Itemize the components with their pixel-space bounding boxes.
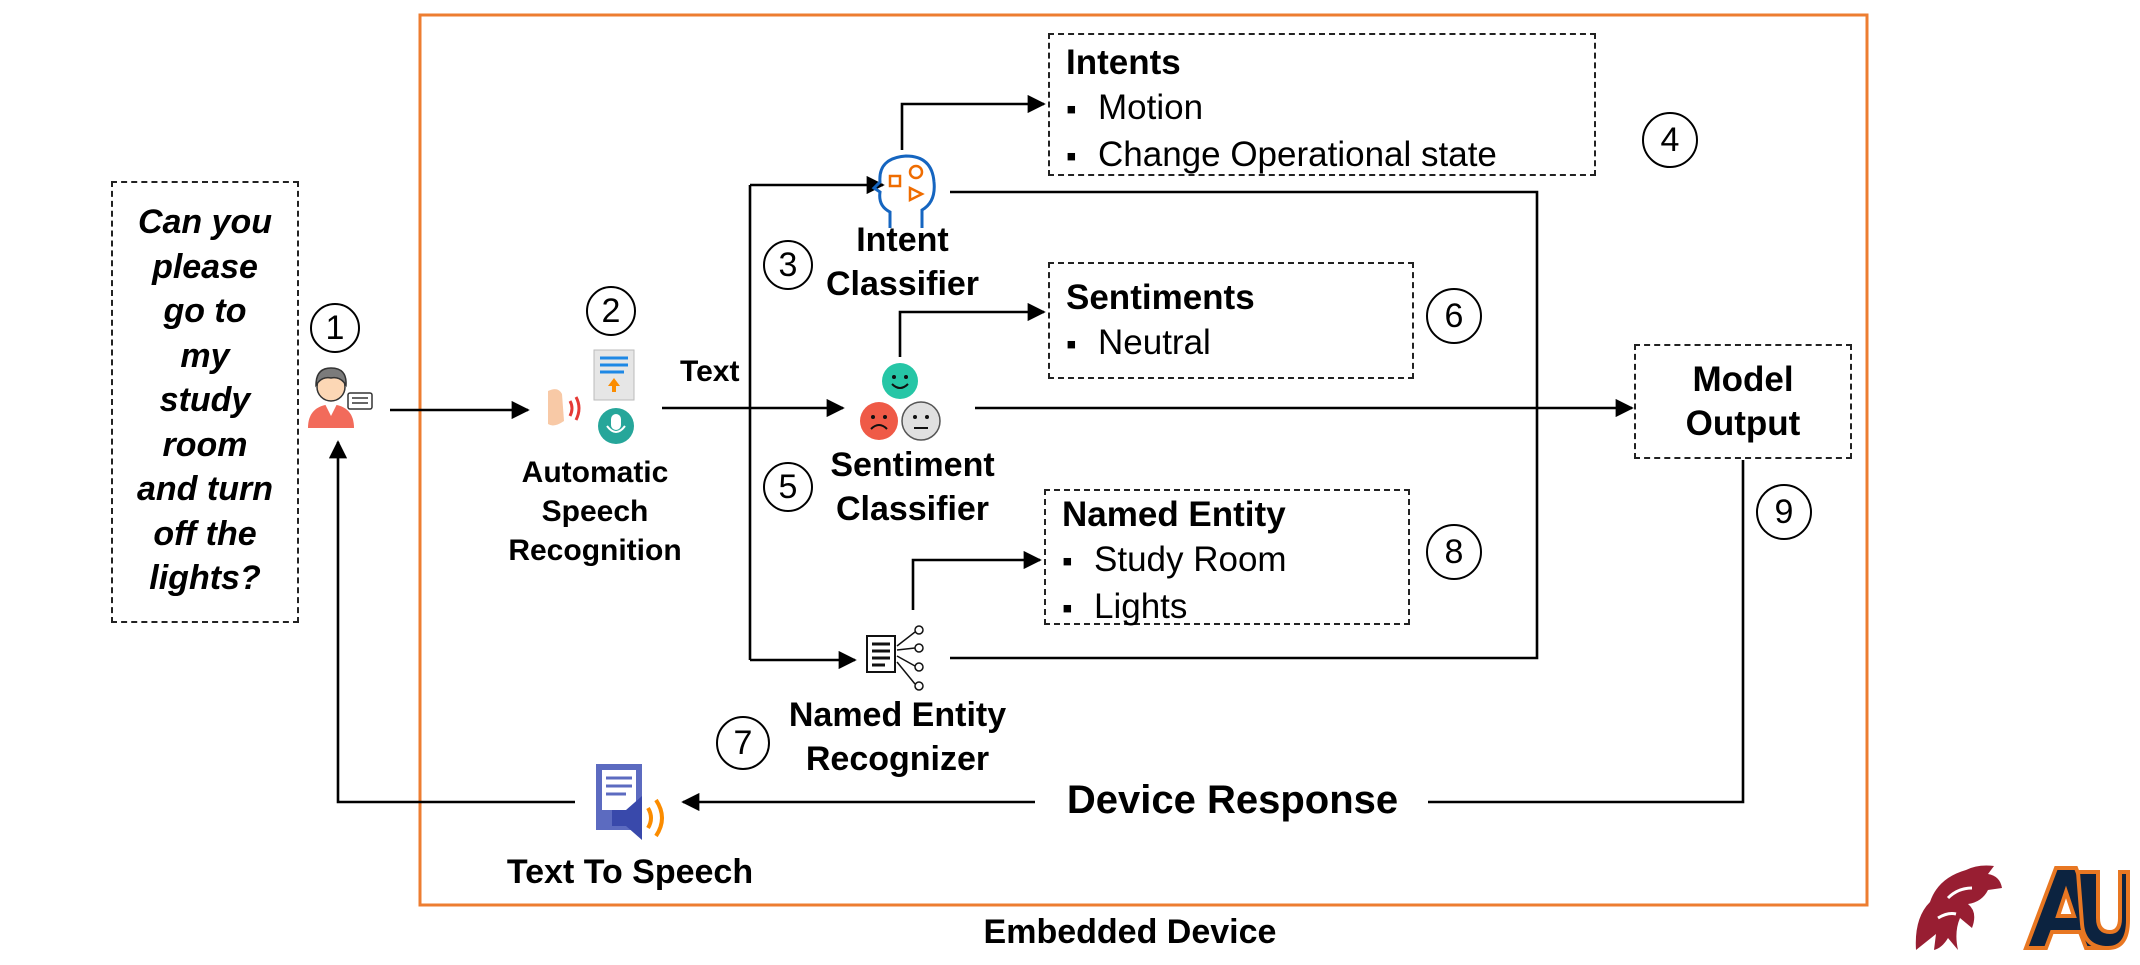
wsu-cougar-logo (1915, 865, 2002, 950)
text-to-speech-icon (596, 764, 664, 840)
named-entity-box: Named Entity Study Room Lights (1044, 489, 1410, 626)
sentiment-item: Neutral (1066, 320, 1412, 367)
named-entity-title: Named Entity (1062, 495, 1286, 534)
entity-item: Lights (1062, 584, 1408, 631)
step-5-badge: 5 (763, 462, 813, 512)
named-entity-recognizer-icon (866, 625, 924, 691)
device-response-label: Device Response (1040, 774, 1425, 826)
sentiments-box: Sentiments Neutral (1048, 262, 1414, 379)
step-7-badge: 7 (716, 716, 770, 770)
intent-classifier-label: Intent Classifier (825, 221, 980, 303)
embedded-device-label: Embedded Device (983, 913, 1277, 951)
step-4-badge: 4 (1642, 112, 1698, 168)
intent-item: Change Operational state (1066, 132, 1594, 179)
model-output-box: Model Output (1634, 344, 1852, 459)
asr-label: Automatic Speech Recognition (508, 456, 682, 567)
sentiment-classifier-icon (860, 363, 941, 441)
speech-recognition-icon (548, 349, 635, 444)
step-6-badge: 6 (1426, 288, 1482, 344)
ner-label: Named Entity Recognizer (788, 696, 1007, 778)
tts-label: Text To Speech (506, 853, 754, 891)
user-speaking-icon (308, 367, 373, 428)
step-2-badge: 2 (586, 286, 636, 336)
user-query-text: Can you please go to my study room and t… (137, 203, 273, 597)
text-edge-label: Text (680, 355, 740, 388)
intents-title: Intents (1066, 43, 1181, 82)
intents-box: Intents Motion Change Operational state (1048, 33, 1596, 176)
embedded-device-frame (418, 13, 1869, 907)
step-1-badge: 1 (310, 303, 360, 353)
intent-classifier-icon (871, 154, 936, 228)
intent-item: Motion (1066, 85, 1594, 132)
auburn-au-logo (2023, 866, 2130, 951)
sentiment-classifier-label: Sentiment Classifier (830, 446, 995, 528)
sentiments-title: Sentiments (1066, 278, 1255, 317)
user-query-box: Can you please go to my study room and t… (111, 181, 299, 623)
step-3-badge: 3 (763, 240, 813, 290)
entity-item: Study Room (1062, 537, 1408, 584)
step-9-badge: 9 (1756, 484, 1812, 540)
step-8-badge: 8 (1426, 524, 1482, 580)
